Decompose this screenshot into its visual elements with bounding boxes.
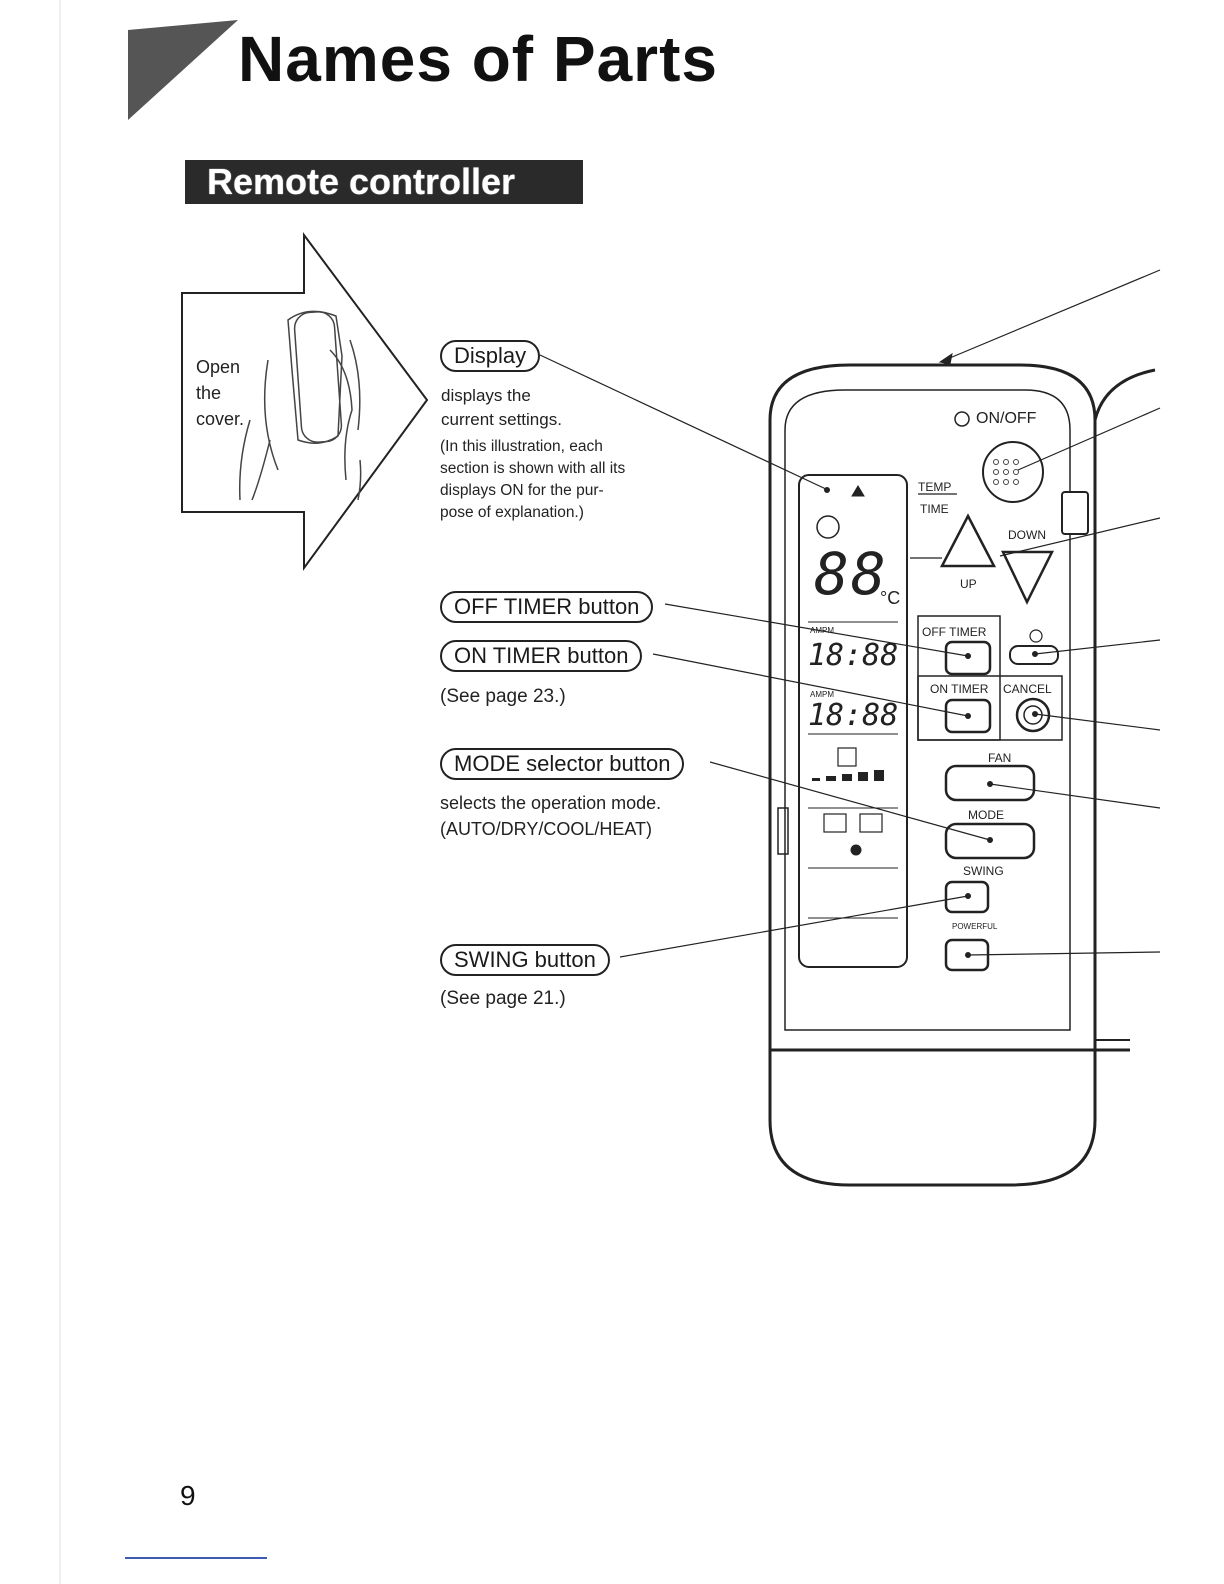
description-line: selects the operation mode. (440, 793, 662, 813)
note-line: section is shown with all its (440, 460, 626, 477)
time-label: TIME (920, 502, 949, 516)
off-timer-label: OFF TIMER button (440, 591, 654, 623)
lcd-ampm-2: AMPM (810, 690, 834, 699)
note-line: (In this illustration, each (440, 438, 603, 455)
mode-selector-label: MODE selector button (440, 748, 685, 780)
on-timer-see-page: (See page 23.) (440, 686, 566, 707)
on-timer-remote-label: ON TIMER (930, 682, 989, 696)
note-line: displays ON for the pur- (440, 482, 604, 499)
description-line: current settings. (441, 410, 562, 429)
lcd-temperature-unit: °C (880, 588, 901, 608)
open-cover-line: the (196, 383, 222, 403)
description-line: (AUTO/DRY/COOL/HEAT) (440, 819, 653, 839)
swing-remote-label: SWING (963, 864, 1004, 878)
display-label: Display (440, 340, 541, 372)
display-description: displays the current settings. (441, 384, 562, 432)
note-line: pose of explanation.) (440, 504, 584, 521)
powerful-remote-label: POWERFUL (952, 922, 998, 931)
open-cover-line: Open (196, 357, 241, 377)
on-off-label: ON/OFF (976, 410, 1037, 427)
off-timer-remote-label: OFF TIMER (922, 625, 987, 639)
lcd-temperature: 88 (814, 540, 888, 608)
open-cover-hint: Open the cover. (196, 354, 244, 432)
open-cover-line: cover. (196, 409, 245, 429)
cancel-remote-label: CANCEL (1003, 682, 1052, 696)
mode-remote-label: MODE (968, 808, 1004, 822)
swing-label: SWING button (440, 944, 610, 976)
callout-leaders (539, 354, 991, 958)
swing-see-page: (See page 21.) (440, 988, 566, 1009)
remote-controller-illustration (768, 269, 1161, 1187)
page-number: 9 (180, 1480, 196, 1511)
callout-dots (965, 651, 1038, 958)
lcd-ampm-1: AMPM (810, 626, 834, 635)
up-label: UP (960, 577, 977, 591)
temp-label: TEMP (918, 480, 952, 494)
lcd-time-off: 18:88 (808, 638, 899, 673)
fan-remote-label: FAN (988, 751, 1012, 765)
display-note: (In this illustration, each section is s… (440, 436, 670, 524)
section-heading: Remote controller (185, 160, 583, 204)
open-cover-arrow (181, 231, 429, 572)
page-title: Names of Parts (238, 23, 718, 95)
lcd-time-on: 18:88 (808, 698, 899, 733)
title-corner-mark (128, 20, 238, 120)
mode-description: selects the operation mode. (AUTO/DRY/CO… (440, 790, 661, 842)
description-line: displays the (441, 386, 531, 405)
hand-illustration (238, 310, 362, 501)
on-timer-label: ON TIMER button (440, 640, 643, 672)
down-label: DOWN (1008, 528, 1046, 542)
